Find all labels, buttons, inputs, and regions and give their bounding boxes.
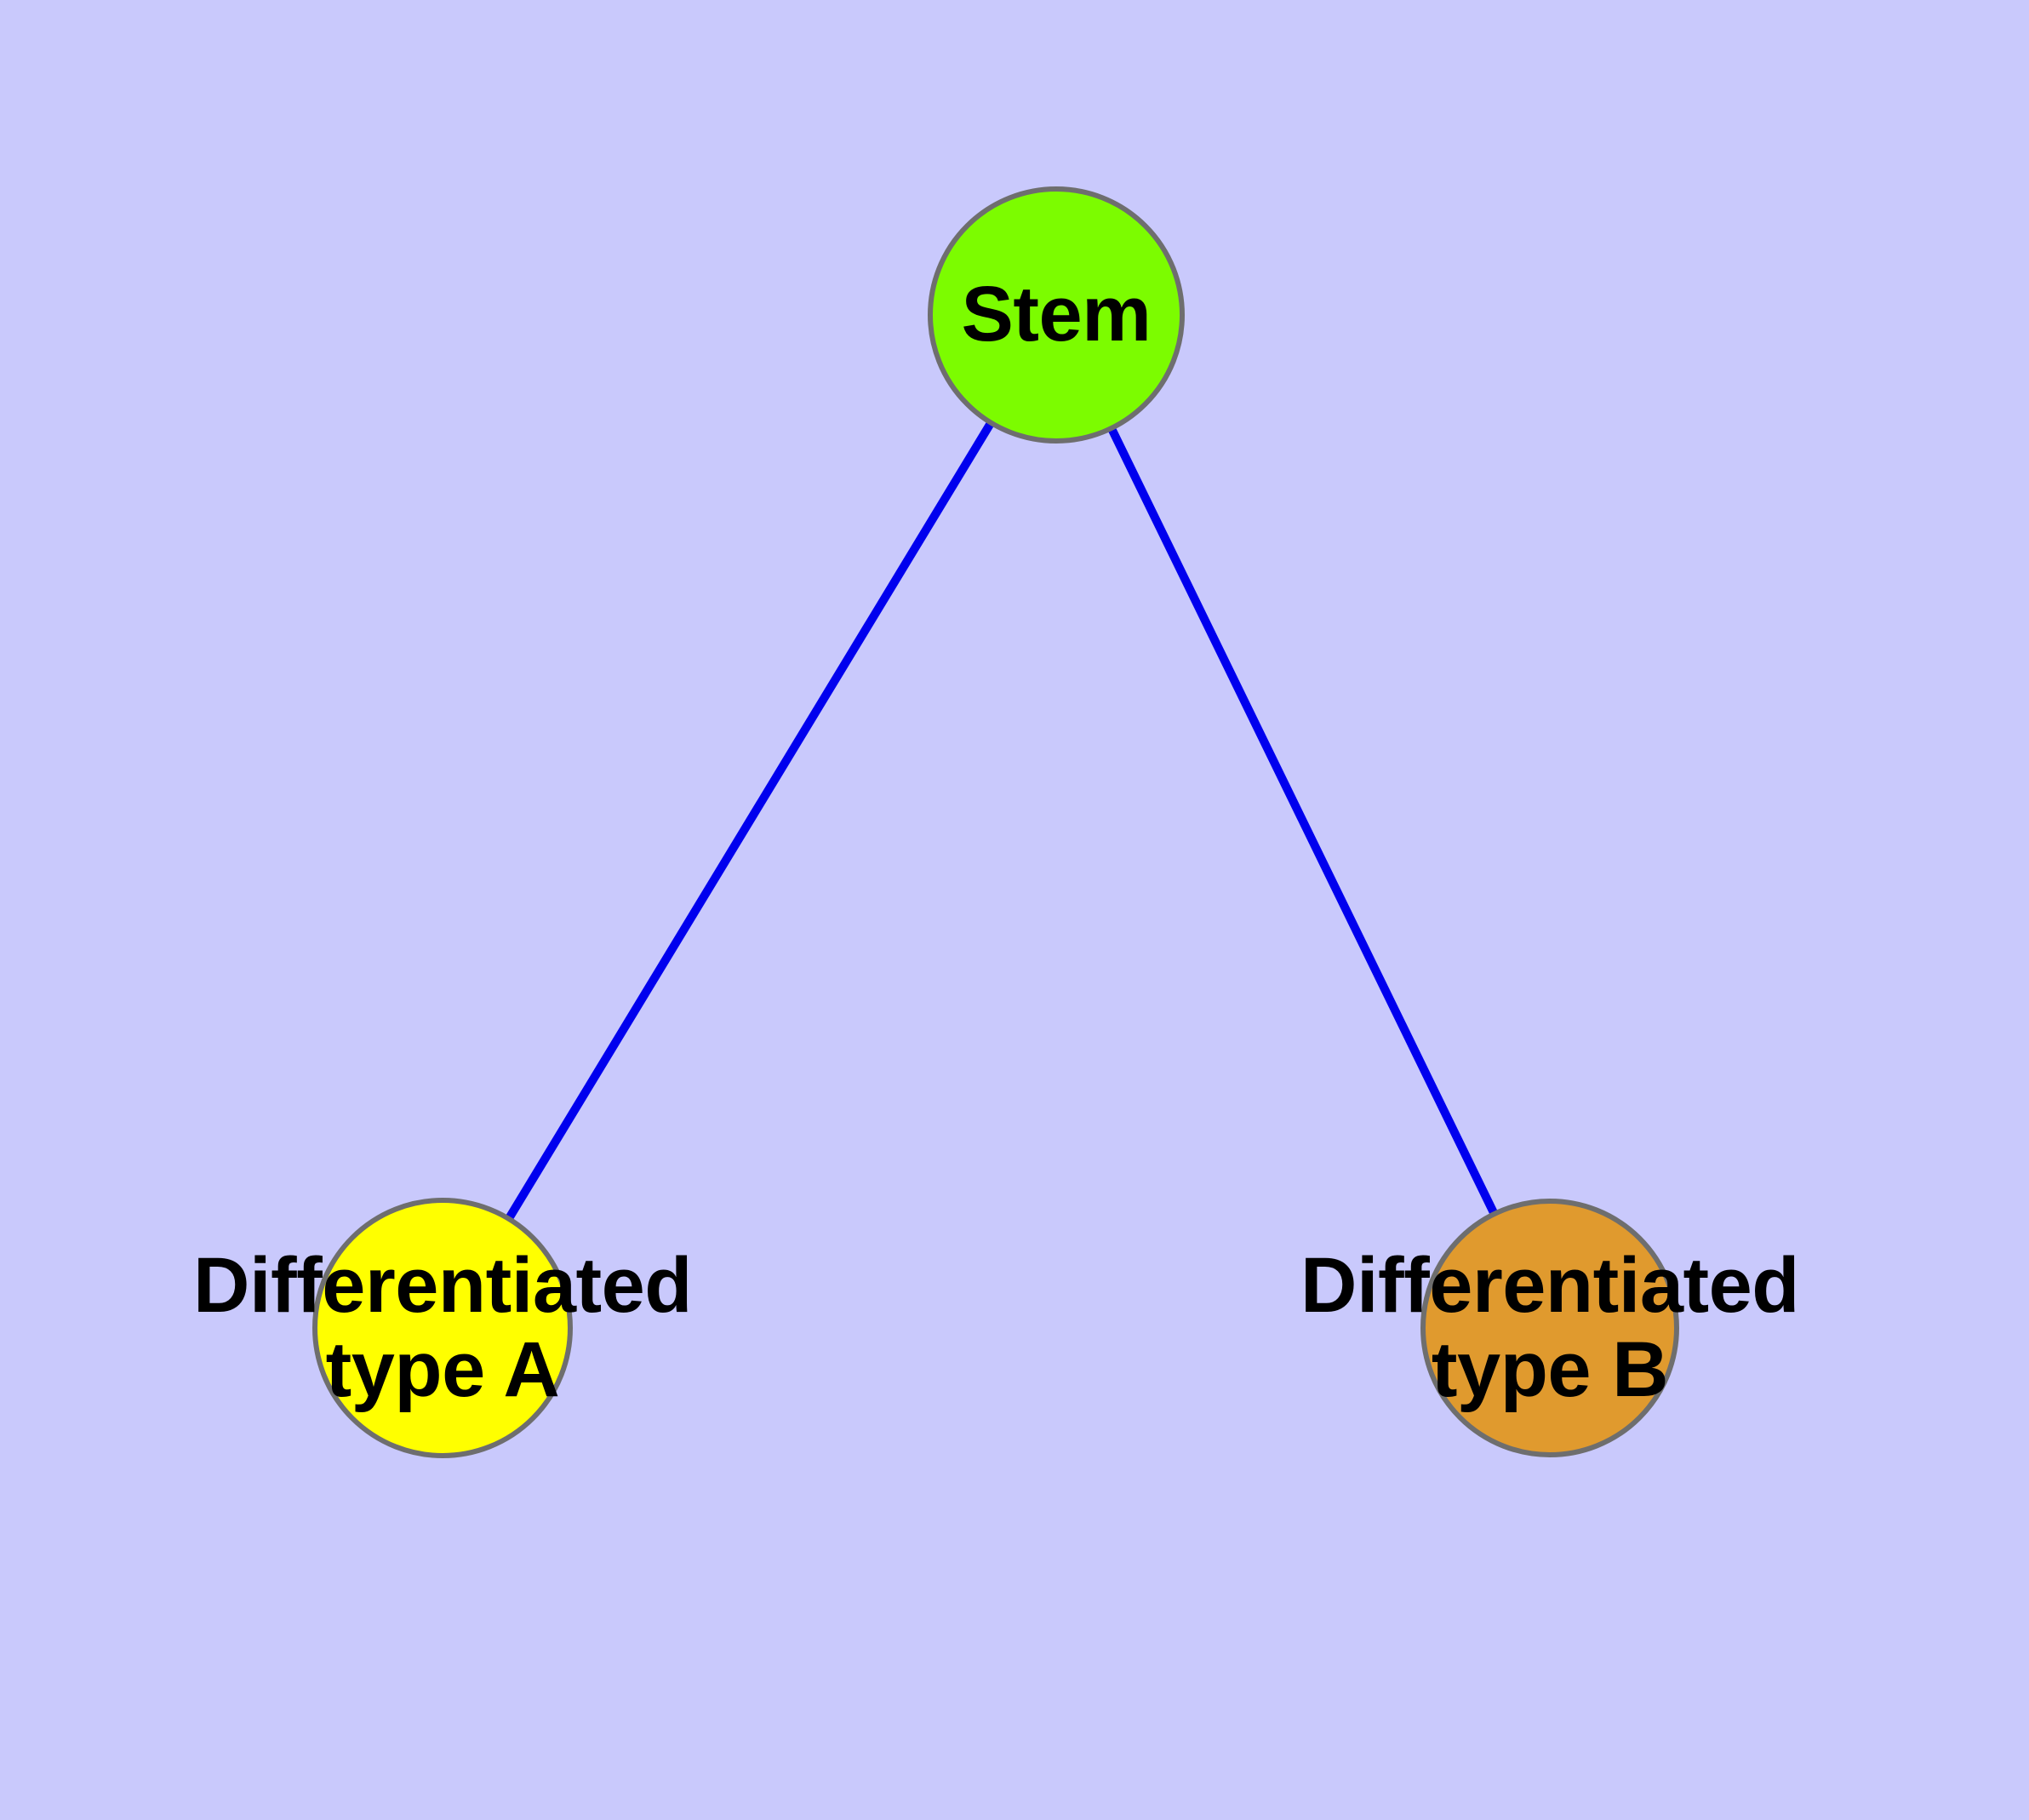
edge-stem-to-diff-a [438,312,1060,1331]
node-differentiated-type-b-circle [1420,1199,1679,1457]
node-stem-circle [928,186,1185,444]
node-differentiated-type-a-circle [312,1198,573,1458]
node-stem[interactable]: Stem [928,186,1185,444]
edge-stem-to-diff-b [1052,312,1554,1331]
